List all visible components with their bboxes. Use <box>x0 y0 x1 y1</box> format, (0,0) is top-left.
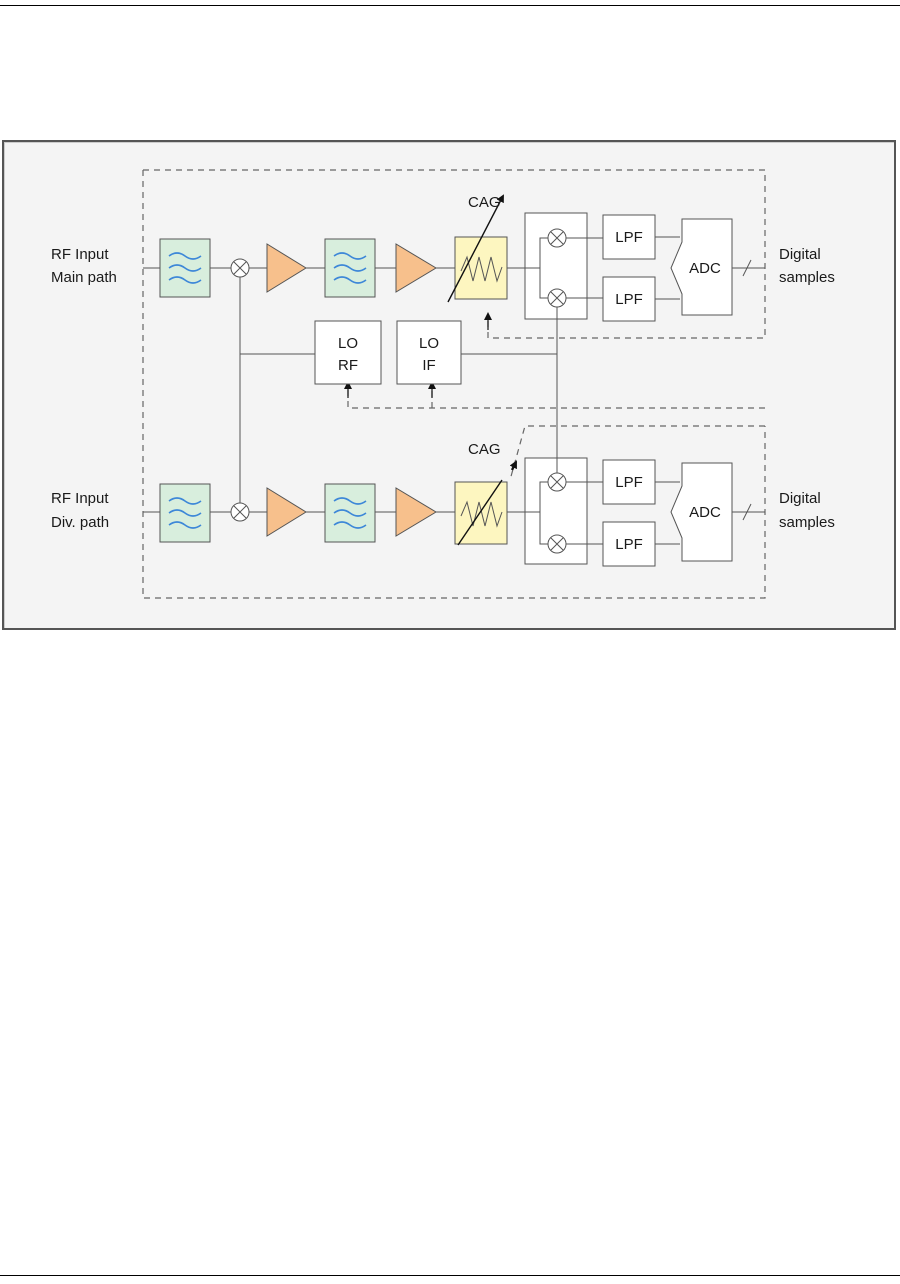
lo-rf-label-line1: LO <box>338 335 358 352</box>
bottom-rule <box>0 1275 900 1276</box>
main-rf-mixer-icon <box>231 259 249 277</box>
lo-if-block <box>397 321 461 384</box>
div-lpf-i-label: LPF <box>615 474 643 491</box>
div-cag-label: CAG <box>468 441 501 458</box>
main-adc-label: ADC <box>689 260 721 277</box>
main-output-label-line1: Digital <box>779 246 821 263</box>
main-input-label-line2: Main path <box>51 269 117 286</box>
main-cag-attenuator <box>455 237 507 299</box>
main-bandpass-filter-1 <box>160 239 210 297</box>
div-output-label-line2: samples <box>779 514 835 531</box>
main-bandpass-filter-2 <box>325 239 375 297</box>
main-input-label-line1: RF Input <box>51 246 109 263</box>
main-lpf-q-label: LPF <box>615 291 643 308</box>
div-bandpass-filter-1 <box>160 484 210 542</box>
div-path-chain <box>143 458 765 566</box>
main-amplifier-1 <box>267 244 306 292</box>
div-i-mixer-icon <box>548 473 566 491</box>
div-lpf-q-label: LPF <box>615 536 643 553</box>
div-output-label-line1: Digital <box>779 490 821 507</box>
receiver-block-diagram: RF Input Main path RF Input Div. path Di… <box>0 0 900 640</box>
main-q-mixer-icon <box>548 289 566 307</box>
main-path-boundary <box>143 170 765 338</box>
div-amplifier-1 <box>267 488 306 536</box>
lo-rf-block <box>315 321 381 384</box>
div-rf-mixer-icon <box>231 503 249 521</box>
lo-if-label-line1: LO <box>419 335 439 352</box>
div-amplifier-2 <box>396 488 436 536</box>
div-bandpass-filter-2 <box>325 484 375 542</box>
main-output-label-line2: samples <box>779 269 835 286</box>
lo-if-label-line2: IF <box>422 357 435 374</box>
div-cag-attenuator <box>455 482 507 544</box>
div-input-label-line1: RF Input <box>51 490 109 507</box>
main-lpf-i-label: LPF <box>615 229 643 246</box>
main-cag-label: CAG <box>468 194 501 211</box>
div-adc-label: ADC <box>689 504 721 521</box>
div-input-label-line2: Div. path <box>51 514 109 531</box>
lo-rf-label-line2: RF <box>338 357 358 374</box>
div-q-mixer-icon <box>548 535 566 553</box>
main-amplifier-2 <box>396 244 436 292</box>
cag-div-control-arrow <box>512 462 516 470</box>
main-i-mixer-icon <box>548 229 566 247</box>
main-path-chain <box>143 196 765 321</box>
